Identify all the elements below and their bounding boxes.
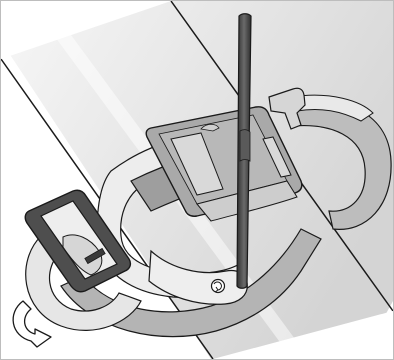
circle-arrow-icon <box>212 280 225 293</box>
